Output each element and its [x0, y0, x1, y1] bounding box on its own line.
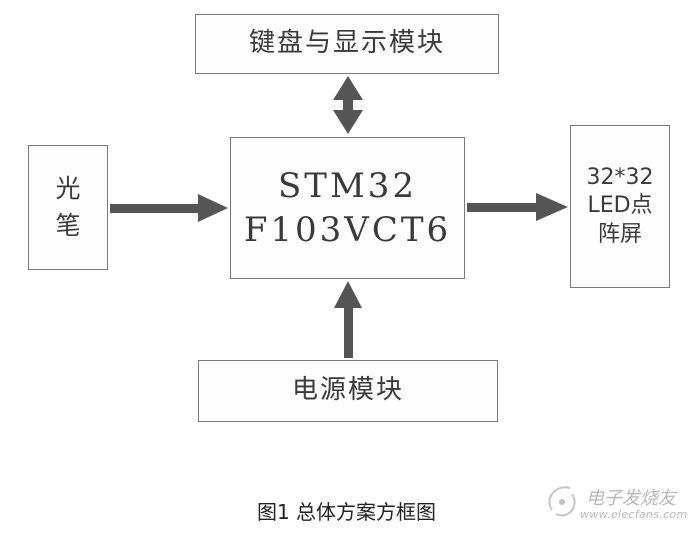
- light-pen-block: 光 笔: [28, 145, 108, 270]
- led-matrix-block: 32*32 LED点 阵屏: [570, 125, 670, 288]
- arrow-keyboard-mcu: [333, 76, 363, 134]
- watermark-url: www.elecfans.com: [580, 508, 688, 521]
- arrow-pen-mcu: [110, 194, 228, 222]
- keyboard-display-module-block: 键盘与显示模块: [195, 14, 499, 74]
- power-module-block: 电源模块: [198, 360, 498, 422]
- light-pen-label: 光 笔: [55, 174, 81, 240]
- power-module-label: 电源模块: [291, 375, 404, 406]
- watermark: 电子发烧友 www.elecfans.com: [540, 478, 690, 528]
- led-matrix-label: 32*32 LED点 阵屏: [586, 164, 654, 247]
- watermark-name: 电子发烧友: [586, 488, 676, 509]
- mcu-label: STM32 F103VCT6: [243, 165, 452, 250]
- figure-caption: 图1 总体方案方框图: [256, 500, 437, 524]
- watermark-logo-icon: [548, 486, 576, 517]
- mcu-block: STM32 F103VCT6: [230, 137, 465, 279]
- arrow-mcu-led: [467, 193, 568, 221]
- keyboard-display-module-label: 键盘与显示模块: [248, 28, 445, 59]
- arrow-power-mcu: [334, 281, 362, 358]
